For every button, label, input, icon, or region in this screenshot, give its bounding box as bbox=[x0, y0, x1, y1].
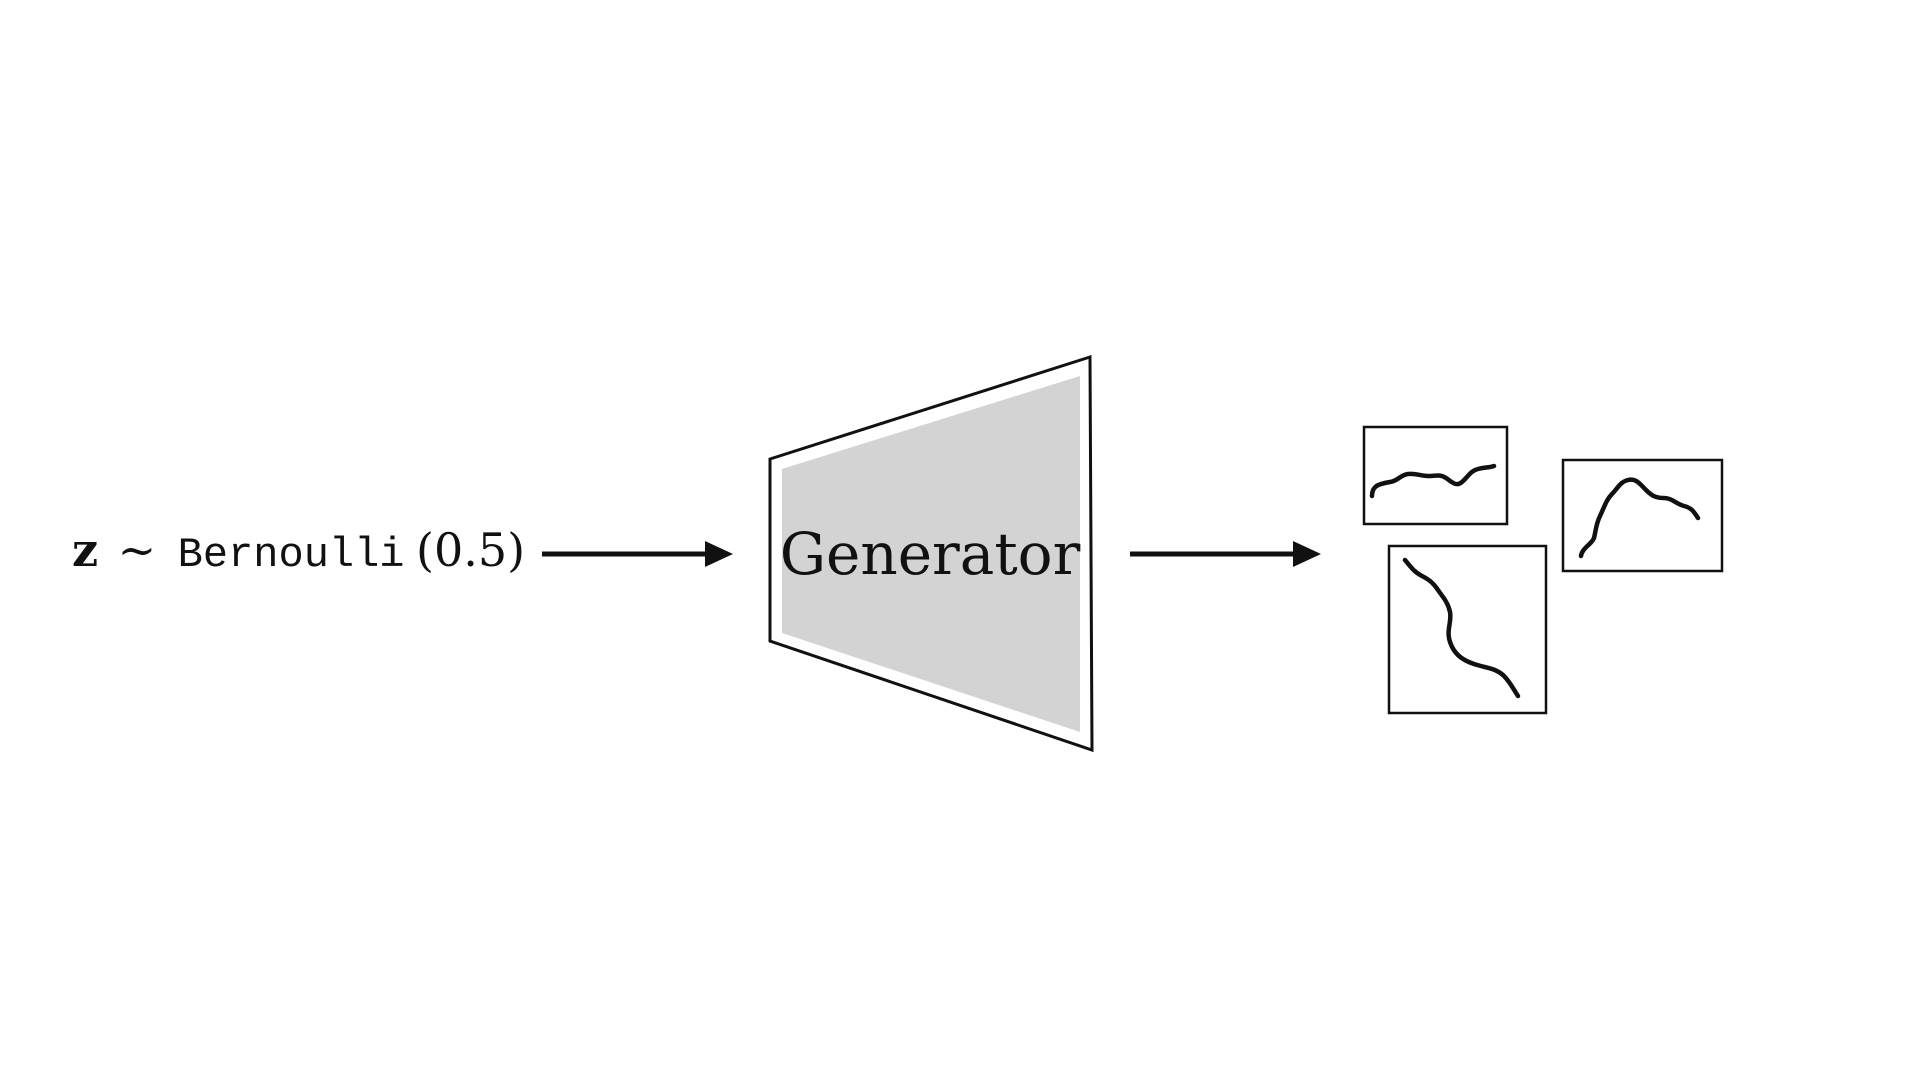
sample-curve-right bbox=[1561, 458, 1724, 573]
distribution-parameter: (0.5) bbox=[416, 523, 525, 577]
input-distribution-label: z ∼ Bernoulli (0.5) bbox=[72, 523, 525, 579]
curve-sample-icon bbox=[1578, 477, 1701, 559]
curve-sample-icon bbox=[1369, 463, 1497, 499]
latent-variable: z bbox=[72, 523, 98, 577]
sample-curve-top-left bbox=[1362, 425, 1509, 526]
generator-label: Generator bbox=[780, 520, 1081, 588]
curve-sample-icon bbox=[1402, 557, 1521, 699]
generator-block: Generator bbox=[768, 354, 1094, 753]
generator-fill bbox=[782, 376, 1080, 732]
distributed-as-symbol: ∼ bbox=[118, 523, 157, 577]
sample-curve-bottom-center bbox=[1387, 544, 1548, 715]
svg-text:z ∼ Bernoulli: z ∼ Bernoulli (0.5) bbox=[72, 523, 525, 579]
distribution-name: Bernoulli bbox=[178, 531, 405, 579]
arrow-generator-to-outputs bbox=[1130, 541, 1321, 567]
arrow-input-to-generator bbox=[542, 541, 733, 567]
generated-samples bbox=[1362, 425, 1724, 715]
